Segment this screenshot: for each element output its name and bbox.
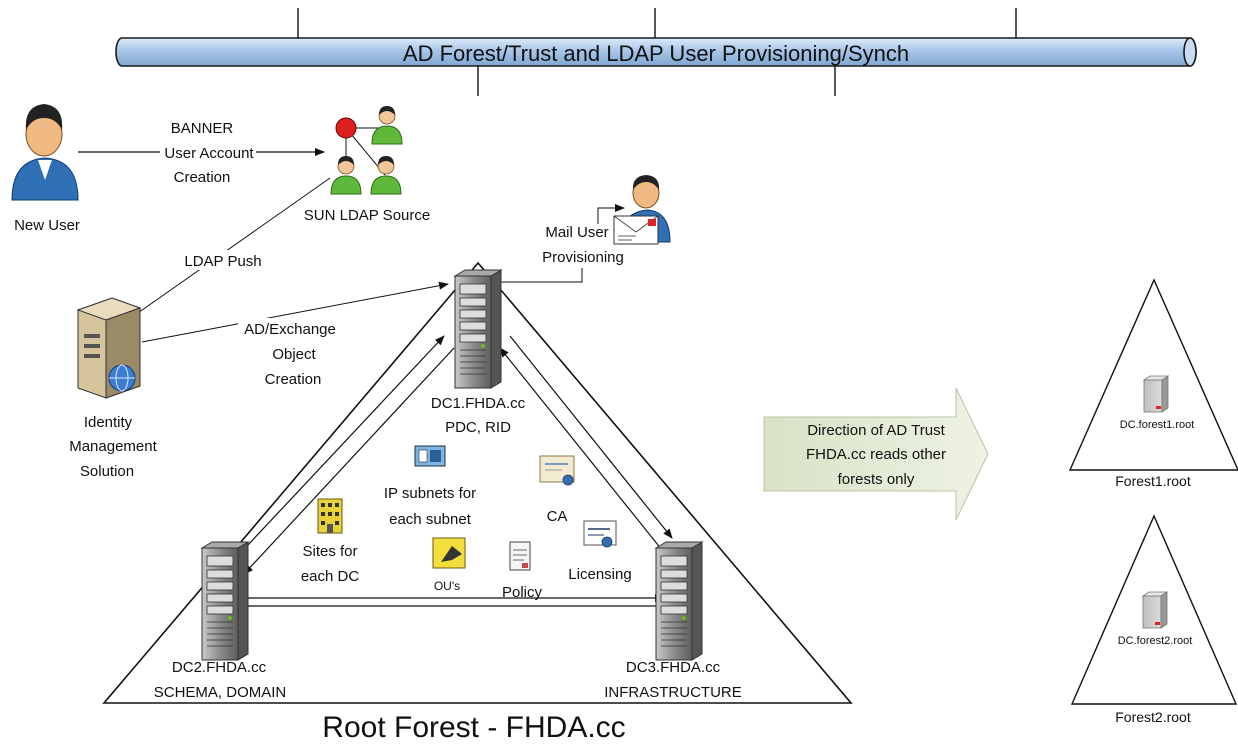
forest1-triangle bbox=[1068, 278, 1238, 471]
sites-line1: Sites for bbox=[302, 543, 357, 560]
dc2-server-icon bbox=[201, 541, 249, 661]
ldap-source-icon bbox=[330, 105, 403, 195]
forest2-triangle bbox=[1070, 514, 1238, 705]
mail-provision-line bbox=[497, 268, 583, 283]
forest2-name: Forest2.root bbox=[1115, 709, 1191, 725]
new-user-icon bbox=[11, 104, 79, 201]
replication-arrows bbox=[231, 335, 673, 610]
new-user-label: New User bbox=[14, 217, 80, 234]
dc1-server-icon bbox=[454, 269, 502, 389]
ous-label: OU's bbox=[434, 579, 460, 593]
sites-line2: each DC bbox=[301, 568, 360, 585]
idm-line3: Solution bbox=[80, 463, 134, 480]
forest2-dc-label: DC.forest2.root bbox=[1118, 635, 1193, 647]
dc3-server-icon bbox=[655, 541, 703, 661]
root-forest-triangle bbox=[102, 261, 853, 704]
trust-direction-arrow bbox=[763, 387, 989, 521]
mail-line1: Mail User bbox=[545, 224, 608, 241]
ou-folder-icon bbox=[432, 537, 466, 569]
ldap-push-label: LDAP Push bbox=[184, 253, 261, 270]
ca-certificate-icon bbox=[539, 455, 575, 486]
dc1-roles: PDC, RID bbox=[445, 419, 511, 436]
mail-line2: Provisioning bbox=[542, 249, 624, 266]
licensing-icon bbox=[583, 520, 617, 548]
ldap-push-line bbox=[127, 177, 331, 321]
ldap-source-label: SUN LDAP Source bbox=[304, 207, 430, 224]
dc3-name: DC3.FHDA.cc bbox=[626, 659, 721, 676]
ad-exchange-line1: AD/Exchange bbox=[244, 321, 336, 338]
licensing-label: Licensing bbox=[568, 566, 631, 583]
ip-subnets-icon bbox=[414, 445, 446, 467]
ad-exchange-arrow bbox=[141, 281, 449, 343]
banner-line1: BANNER bbox=[171, 120, 234, 137]
ca-label: CA bbox=[547, 508, 568, 525]
ip-subnets-line1: IP subnets for bbox=[384, 485, 476, 502]
identity-server-icon bbox=[76, 297, 142, 399]
ad-exchange-line3: Creation bbox=[265, 371, 322, 388]
root-forest-label: Root Forest - FHDA.cc bbox=[322, 711, 625, 744]
forest1-dc-icon bbox=[1143, 375, 1169, 413]
dc3-roles: INFRASTRUCTURE bbox=[604, 684, 742, 701]
idm-line2: Management bbox=[69, 438, 157, 455]
bus: AD Forest/Trust and LDAP User Provisioni… bbox=[115, 8, 1197, 96]
trust-line2: FHDA.cc reads other bbox=[806, 446, 946, 463]
forest1-name: Forest1.root bbox=[1115, 473, 1191, 489]
trust-line3: forests only bbox=[838, 471, 915, 488]
dc2-roles: SCHEMA, DOMAIN bbox=[154, 684, 287, 701]
forest1-dc-label: DC.forest1.root bbox=[1120, 419, 1195, 431]
idm-line1: Identity bbox=[84, 414, 133, 431]
dc1-name: DC1.FHDA.cc bbox=[431, 395, 526, 412]
bus-title: AD Forest/Trust and LDAP User Provisioni… bbox=[403, 41, 909, 66]
trust-line1: Direction of AD Trust bbox=[807, 422, 945, 439]
forest2-dc-icon bbox=[1142, 591, 1168, 629]
sites-building-icon bbox=[317, 498, 343, 534]
policy-label: Policy bbox=[502, 584, 543, 601]
policy-scroll-icon bbox=[509, 541, 531, 571]
mail-arrow bbox=[597, 204, 625, 224]
dc2-name: DC2.FHDA.cc bbox=[172, 659, 267, 676]
mail-user-icon bbox=[613, 175, 671, 245]
banner-line2: User Account bbox=[164, 145, 254, 162]
ad-exchange-line2: Object bbox=[272, 346, 316, 363]
ip-subnets-line2: each subnet bbox=[389, 511, 472, 528]
banner-line3: Creation bbox=[174, 169, 231, 186]
